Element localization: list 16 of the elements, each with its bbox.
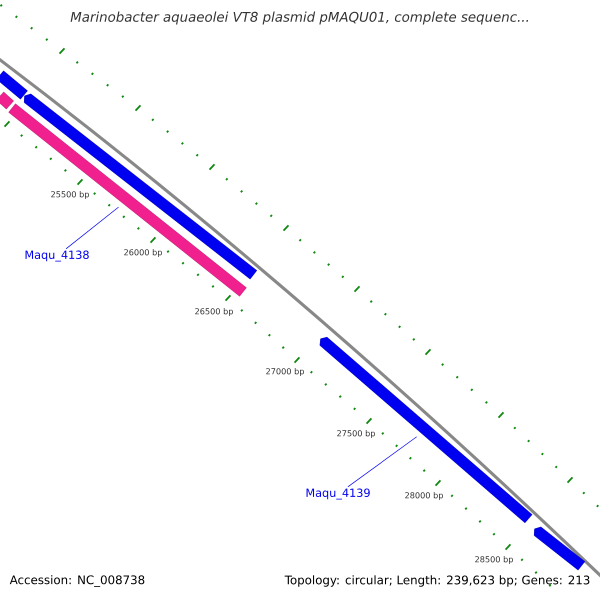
gene-bar — [0, 92, 14, 110]
gene-label: Maqu_4138 — [26, 250, 89, 262]
gene-bar — [24, 94, 258, 280]
gene-bar — [534, 526, 586, 570]
position-label: 27500 bp — [337, 430, 375, 438]
gene-label: Maqu_4139 — [306, 488, 370, 500]
leader-line — [348, 436, 418, 488]
position-label: 28500 bp — [475, 556, 513, 564]
position-label: 26000 bp — [124, 249, 162, 257]
position-label: 25500 bp — [51, 191, 89, 199]
position-label: 28000 bp — [405, 492, 443, 500]
gene-bar — [8, 104, 247, 297]
title: Marinobacter aquaeolei VT8 plasmid pMAQU01, complete sequenc... — [70, 12, 528, 24]
gene-bar — [0, 70, 28, 100]
leader-line — [66, 206, 119, 250]
accession-text: Accession: NC_008738 — [10, 575, 144, 587]
